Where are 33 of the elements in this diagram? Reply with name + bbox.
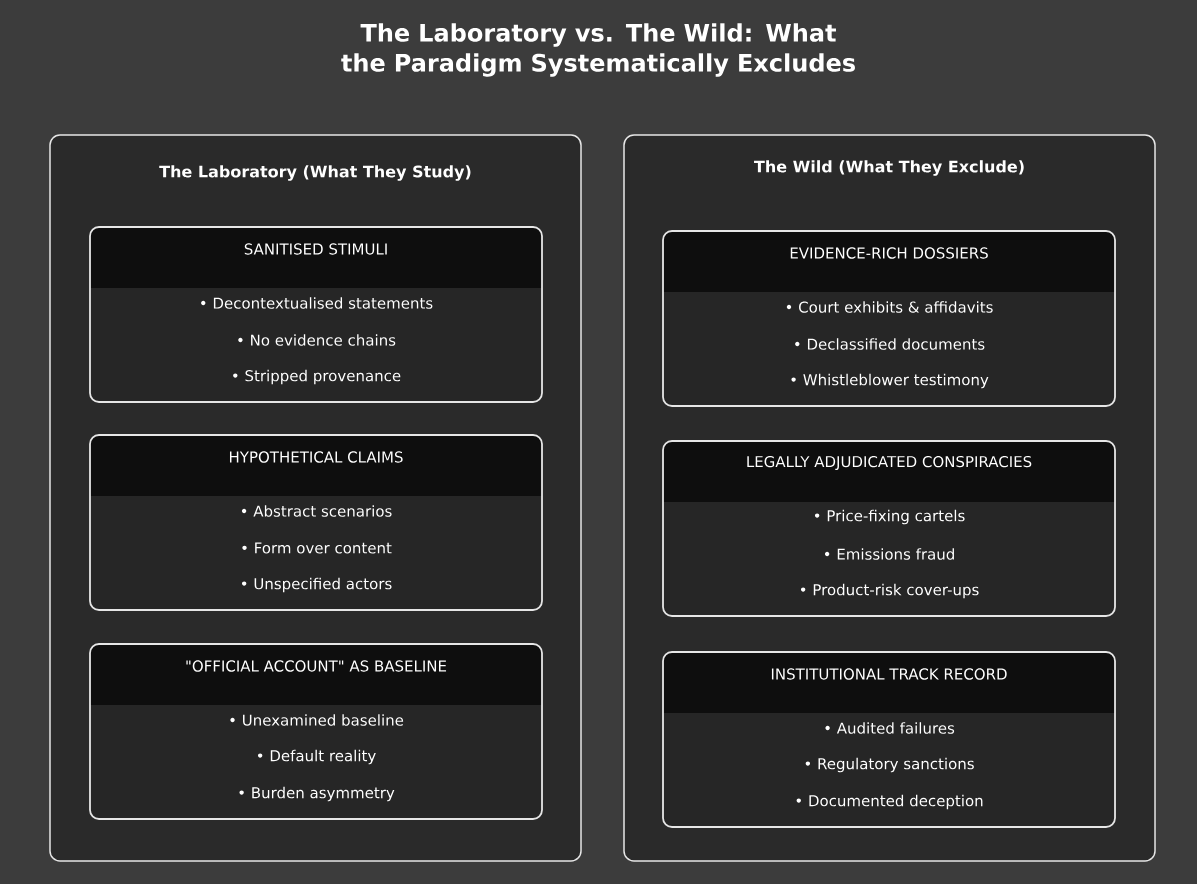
card-heading: EVIDENCE-RICH DOSSIERS [790,247,988,259]
bullet-item: • Decontextualised statements [201,297,433,309]
bullet-item: • Burden asymmetry [239,786,395,802]
card [89,643,543,820]
bullet-item: • Price-fixing cartels [814,509,965,525]
card [89,226,543,403]
bullet-item: • Stripped provenance [233,369,401,385]
bullet-item: • Form over content [242,542,392,554]
panel-heading: The Wild (What They Exclude) [754,160,1024,176]
panel-heading: The Laboratory (What They Study) [159,165,471,181]
bullet-item: • Unexamined baseline [230,714,404,726]
card [89,434,543,611]
bullet-item: • Default reality [258,749,376,765]
bullet-item: • Audited failures [825,722,955,734]
bullet-item: • Unspecified actors [242,577,392,593]
card [662,651,1116,828]
bullet-item: • Declassified documents [795,338,985,350]
bullet-item: • Court exhibits & affidavits [786,301,993,313]
bullet-item: • Emissions fraud [824,548,954,560]
card-heading: HYPOTHETICAL CLAIMS [230,451,403,463]
diagram-title: The Laboratory vs. The Wild: What the Paradigm Systematically Excludes [341,23,855,77]
card-heading: "OFFICIAL ACCOUNT" AS BASELINE [186,660,447,672]
card-heading: SANITISED STIMULI [244,243,387,255]
card-heading: INSTITUTIONAL TRACK RECORD [771,668,1007,680]
bullet-item: • Product-risk cover-ups [800,583,979,599]
bullet-item: • Whistleblower testimony [791,373,989,389]
bullet-item: • No evidence chains [238,334,396,346]
card-heading: LEGALLY ADJUDICATED CONSPIRACIES [747,455,1032,471]
card [662,440,1116,617]
bullet-item: • Documented deception [796,794,983,810]
bullet-item: • Regulatory sanctions [805,757,974,773]
card [662,230,1116,407]
bullet-item: • Abstract scenarios [241,505,392,517]
